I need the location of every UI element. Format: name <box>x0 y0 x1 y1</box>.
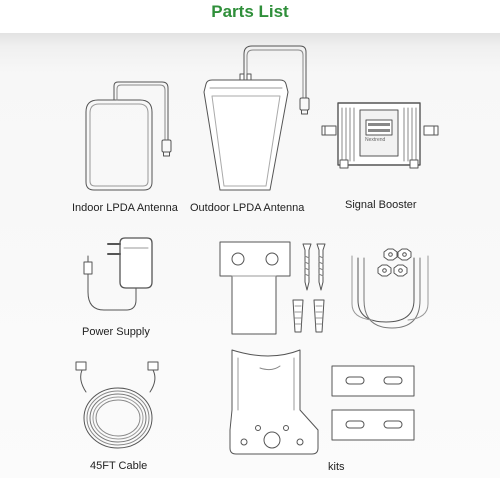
kits-label: kits <box>328 461 345 473</box>
pole-bracket-illustration <box>229 349 319 455</box>
cable-illustration <box>75 361 159 449</box>
bracket-illustration <box>219 241 291 335</box>
title-band <box>0 0 500 30</box>
u-bolts-illustration <box>351 248 429 329</box>
booster-brand-text: Nextrend <box>365 137 386 143</box>
indoor-antenna-label: Indoor LPDA Antenna <box>72 202 178 214</box>
indoor-antenna-illustration <box>85 81 172 191</box>
page-title: Parts List <box>211 2 289 21</box>
power-supply-illustration <box>83 237 153 311</box>
signal-booster-label: Signal Booster <box>345 199 417 211</box>
cable-label: 45FT Cable <box>90 460 148 472</box>
outdoor-antenna-illustration <box>203 45 310 191</box>
strap-plates-illustration <box>331 365 415 441</box>
power-supply-label: Power Supply <box>82 326 150 338</box>
signal-booster-illustration <box>321 102 439 169</box>
outdoor-antenna-label: Outdoor LPDA Antenna <box>190 202 305 214</box>
screws-illustration <box>292 243 326 333</box>
